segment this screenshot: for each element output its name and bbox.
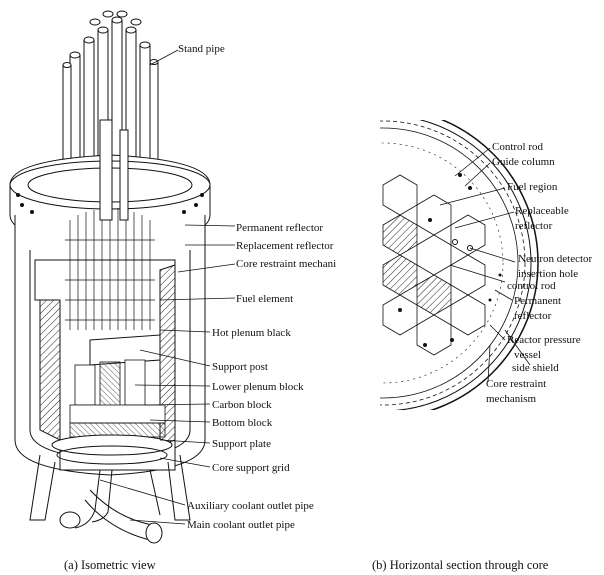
label-control-rod-2: control rod <box>507 280 556 292</box>
label-hot-plenum: Hot plenum black <box>212 327 291 339</box>
caption-horizontal-section: (b) Horizontal section through core <box>372 558 549 572</box>
captions: (a) Isometric view (b) Horizontal sectio… <box>64 558 549 572</box>
hex-grid <box>382 174 486 356</box>
label-core-restraint: Core restraint mechani <box>236 258 336 270</box>
label-control-rod: Control rod <box>492 141 544 153</box>
label-fuel-element: Fuel element <box>236 293 293 305</box>
label-permanent-2: reflector <box>514 310 552 322</box>
stand-pipes <box>62 10 159 206</box>
label-permanent-reflector: Permanent reflector <box>236 222 323 234</box>
label-rpv-1: Reactor pressure <box>507 334 581 346</box>
label-neutron-1: Neutron detector <box>518 253 593 265</box>
label-neutron-2: insertion hole <box>518 268 578 280</box>
isometric-labels: Stand pipe Permanent reflector Replaceme… <box>178 43 336 531</box>
label-replacement-reflector: Replacement reflector <box>236 240 334 252</box>
label-carbon-block: Carbon block <box>212 399 272 411</box>
isometric-view <box>9 10 236 544</box>
horizontal-section <box>380 120 539 410</box>
label-guide-column: Guide column <box>492 156 555 168</box>
label-lower-plenum: Lower plenum block <box>212 381 304 393</box>
core-cutaway <box>34 119 176 471</box>
vessel-legs <box>29 454 191 521</box>
label-core-support-grid: Core support grid <box>212 462 290 474</box>
label-side-shield: side shield <box>512 362 559 374</box>
label-crm-1: Core restraint <box>486 378 546 390</box>
caption-isometric: (a) Isometric view <box>64 558 156 572</box>
label-support-plate: Support plate <box>212 438 271 450</box>
outlet-pipes <box>59 469 163 544</box>
label-replaceable-2: reflector <box>515 220 553 232</box>
label-crm-2: mechanism <box>486 393 537 405</box>
label-rpv-2: vessel <box>514 349 541 361</box>
label-stand-pipe: Stand pipe <box>178 43 225 55</box>
label-bottom-block: Bottom block <box>212 417 273 429</box>
label-fuel-region: Fuel region <box>507 181 558 193</box>
label-main-outlet: Main coolant outlet pipe <box>187 519 295 531</box>
label-replaceable-1: Replaceable <box>515 205 569 217</box>
label-permanent-1: Permanent <box>514 295 561 307</box>
section-labels: Control rod Guide column Fuel region Rep… <box>486 141 593 405</box>
label-aux-outlet: Auxiliary coolant outlet pipe <box>187 500 314 512</box>
label-support-post: Support post <box>212 361 268 373</box>
leader-lines <box>99 49 236 525</box>
